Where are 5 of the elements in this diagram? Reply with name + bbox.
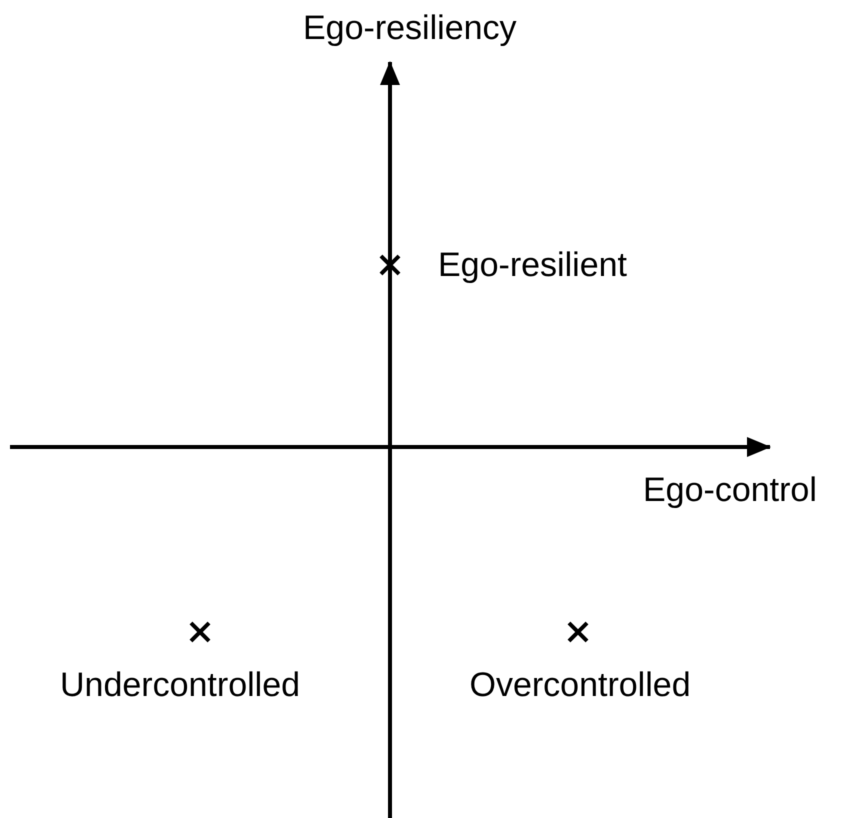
axis-label: Ego-resiliency	[303, 8, 517, 48]
point-label: Ego-resilient	[438, 245, 627, 285]
point-label: Overcontrolled	[470, 665, 691, 705]
axis-label: Ego-control	[643, 470, 817, 510]
point-label: Undercontrolled	[60, 665, 300, 705]
